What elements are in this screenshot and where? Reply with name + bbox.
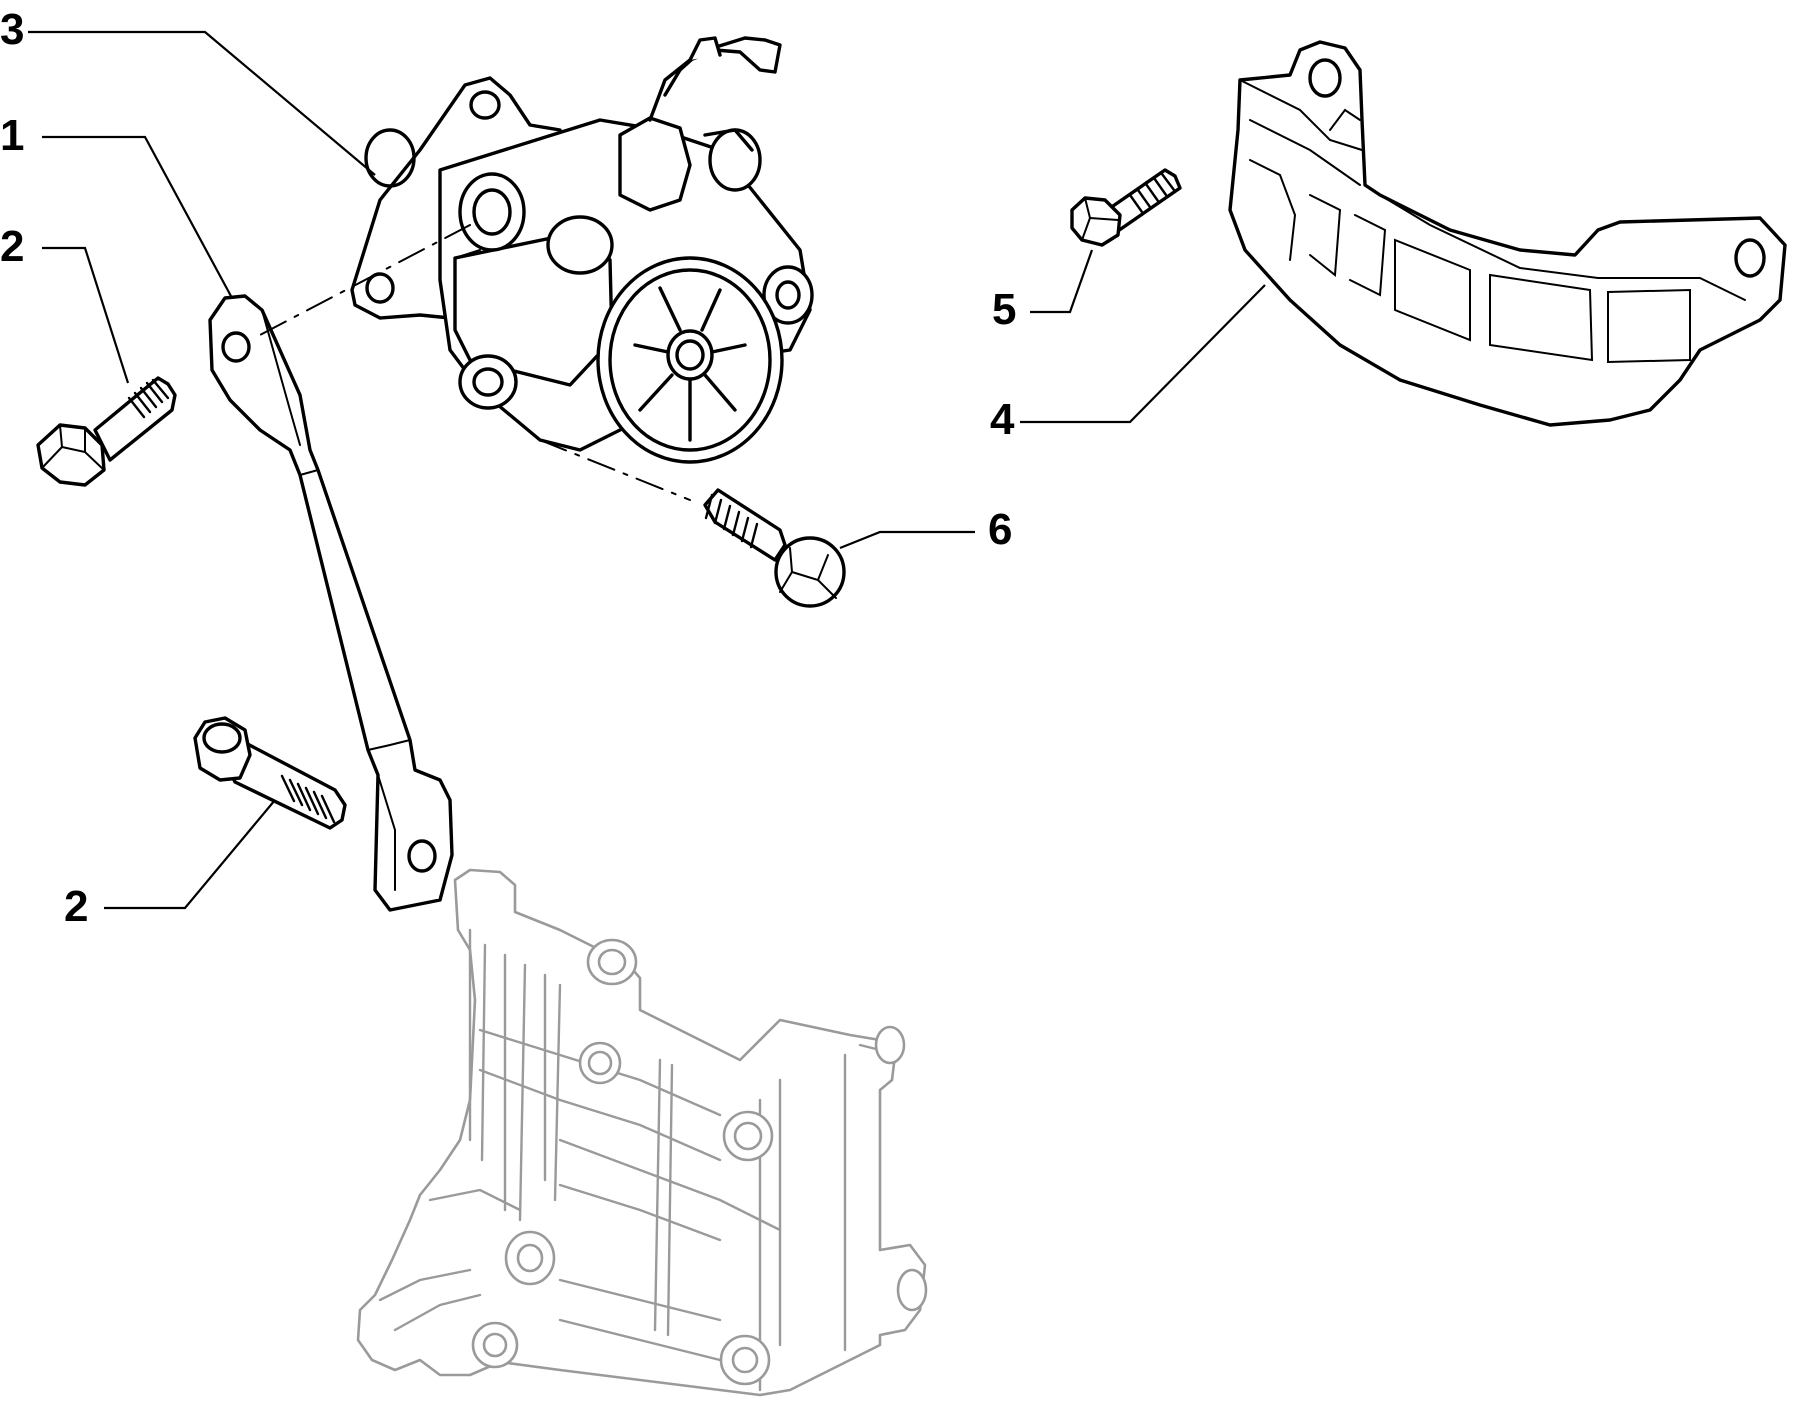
callout-5: 5 [992,285,1017,334]
leader-line-5 [1030,249,1094,314]
bolt-part-5 [1070,168,1182,247]
leader-line-4 [1020,284,1266,424]
leader-line-2-upper [42,246,130,384]
leader-line-6 [839,530,975,550]
callout-2-upper: 2 [0,222,25,271]
leader-line-2-lower [104,799,276,910]
callout-6: 6 [988,505,1013,554]
bolt-part-2-lower [193,716,347,830]
callout-2-lower: 2 [64,882,89,931]
engine-bracket-ghost [356,868,928,1397]
curved-bracket-part-4 [1228,40,1787,427]
leader-line-3 [28,30,376,176]
power-steering-pump-part-3 [259,36,814,501]
leader-line-1 [42,135,233,299]
callout-3: 3 [0,5,25,54]
leader-lines [28,30,1266,910]
bolt-part-2-upper [36,376,177,487]
callout-1: 1 [0,111,25,160]
bolt-part-6 [703,488,846,608]
callout-4: 4 [990,395,1015,444]
support-rod-part-1 [208,294,454,912]
